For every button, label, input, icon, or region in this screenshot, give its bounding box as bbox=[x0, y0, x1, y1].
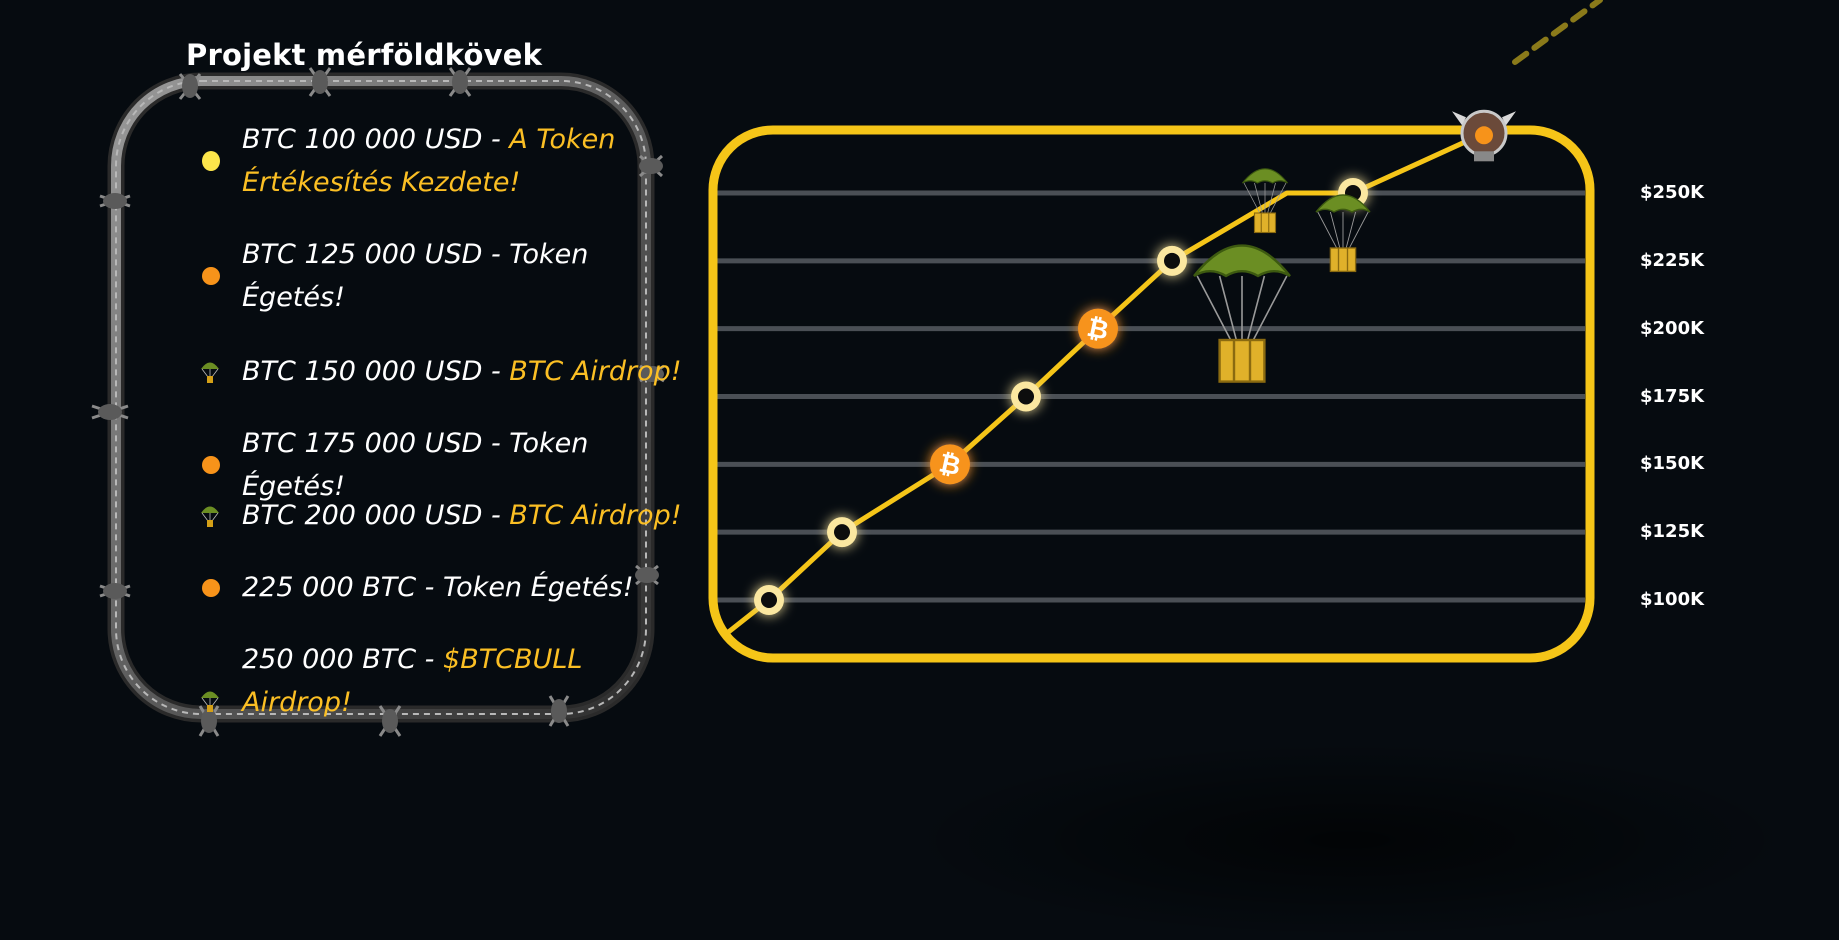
milestone-text: BTC 100 000 USD - A Token Értékesítés Ke… bbox=[242, 124, 616, 198]
y-tick-label: $150K bbox=[1640, 453, 1705, 475]
milestone-item: BTC 150 000 USD - BTC Airdrop! bbox=[196, 350, 696, 393]
milestone-text: BTC 125 000 USD - Token Égetés! bbox=[242, 239, 589, 313]
parachute-icon bbox=[1242, 168, 1288, 234]
parachute-icon bbox=[1193, 244, 1291, 383]
chart-frame bbox=[708, 125, 1595, 663]
ring-inner bbox=[1018, 388, 1034, 405]
parachute-icon bbox=[1315, 194, 1371, 273]
milestone-ring-marker bbox=[1011, 381, 1041, 412]
milestone-item: BTC 125 000 USD - Token Égetés! bbox=[196, 233, 696, 319]
milestone-text: 225 000 BTC - Token Égetés! bbox=[242, 572, 634, 603]
y-tick-label: $225K bbox=[1640, 249, 1705, 271]
milestone-text: BTC 150 000 USD - BTC Airdrop! bbox=[242, 356, 682, 387]
ring-inner bbox=[1164, 252, 1180, 269]
milestone-item: 250 000 BTC - $BTCBULL Airdrop! bbox=[196, 638, 696, 724]
milestone-text: BTC 200 000 USD - BTC Airdrop! bbox=[242, 500, 682, 531]
parachute-canopy bbox=[1242, 168, 1288, 184]
bitcoin-icon: ₿ bbox=[1078, 308, 1118, 349]
y-tick-label: $175K bbox=[1640, 385, 1705, 407]
y-tick-label: $125K bbox=[1640, 521, 1705, 543]
price-line bbox=[724, 131, 1486, 636]
milestone-ring-marker bbox=[827, 517, 857, 548]
ring-inner bbox=[834, 524, 850, 541]
dashed-trajectory bbox=[1512, 0, 1603, 65]
milestone-item: BTC 200 000 USD - BTC Airdrop! bbox=[196, 494, 696, 537]
yellow-dot-icon bbox=[202, 151, 220, 171]
orange-dot-icon bbox=[202, 456, 220, 474]
bitcoin-coin bbox=[1078, 308, 1118, 349]
mascot-legs bbox=[1474, 151, 1494, 162]
parachute-strings bbox=[1243, 182, 1287, 215]
milestone-text: 250 000 BTC - $BTCBULL Airdrop! bbox=[242, 644, 583, 718]
parachute-canopy bbox=[1315, 194, 1371, 213]
supply-crate bbox=[1253, 212, 1277, 234]
milestone-ring-marker bbox=[754, 585, 784, 615]
milestone-item: BTC 100 000 USD - A Token Értékesítés Ke… bbox=[196, 118, 696, 204]
crate-straps bbox=[1260, 213, 1270, 233]
crate-straps bbox=[1337, 248, 1349, 272]
y-tick-label: $100K bbox=[1640, 589, 1705, 610]
parachute-canopy bbox=[1193, 244, 1291, 278]
orange-dot-icon bbox=[202, 578, 220, 597]
milestone-item: BTC 175 000 USD - Token Égetés! bbox=[196, 422, 696, 508]
parachute-icon bbox=[201, 362, 219, 383]
parachute-icon bbox=[201, 506, 219, 527]
supply-crate bbox=[1218, 338, 1266, 383]
bitcoin-icon: ₿ bbox=[930, 444, 970, 485]
bitcoin-coin bbox=[930, 444, 970, 485]
y-tick-label: $200K bbox=[1640, 317, 1705, 339]
ring-inner bbox=[761, 592, 777, 608]
y-tick-label: $250K bbox=[1640, 182, 1705, 203]
orange-dot-icon bbox=[202, 267, 220, 285]
mascot-horns bbox=[1452, 111, 1516, 126]
milestones-title: Projekt mérföldkövek bbox=[186, 38, 543, 72]
supply-crate bbox=[1329, 247, 1357, 273]
parachute-strings bbox=[1196, 275, 1288, 344]
milestone-text: BTC 175 000 USD - Token Égetés! bbox=[242, 428, 589, 502]
mascot-coin bbox=[1475, 126, 1493, 145]
crate-straps bbox=[1232, 340, 1252, 382]
milestone-item: 225 000 BTC - Token Égetés! bbox=[196, 566, 696, 609]
parachute-icon bbox=[201, 691, 219, 712]
barbed-wire-frame bbox=[91, 67, 665, 737]
parachute-strings bbox=[1317, 211, 1369, 251]
bull-mascot-icon bbox=[1452, 109, 1516, 162]
milestone-ring-marker bbox=[1157, 245, 1187, 276]
milestone-chart: ₿₿ bbox=[708, 0, 1603, 663]
